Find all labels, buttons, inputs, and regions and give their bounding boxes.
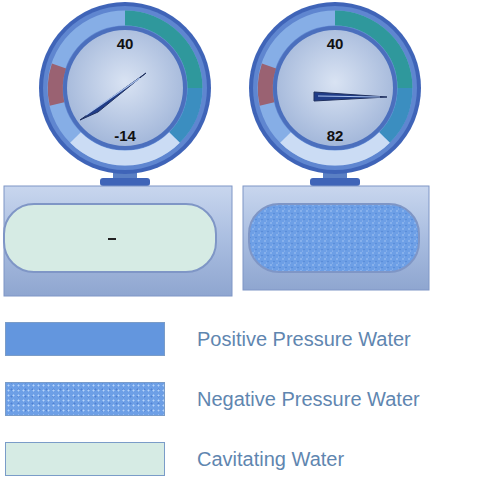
gauge-reading: -14	[114, 127, 136, 145]
legend-swatch	[5, 322, 165, 356]
gauge-dial: 40 82	[295, 35, 375, 145]
legend-swatch	[5, 442, 165, 476]
gauge-reading: 40	[327, 35, 344, 53]
legend-label: Positive Pressure Water	[197, 327, 411, 351]
gauge-reading: 82	[327, 127, 344, 145]
legend-swatch	[5, 382, 165, 416]
legend-label: Negative Pressure Water	[197, 387, 420, 411]
legend-label: Cavitating Water	[197, 447, 344, 471]
gauge-reading: 40	[117, 35, 134, 53]
gauge-dial: 40 -14	[85, 35, 165, 145]
